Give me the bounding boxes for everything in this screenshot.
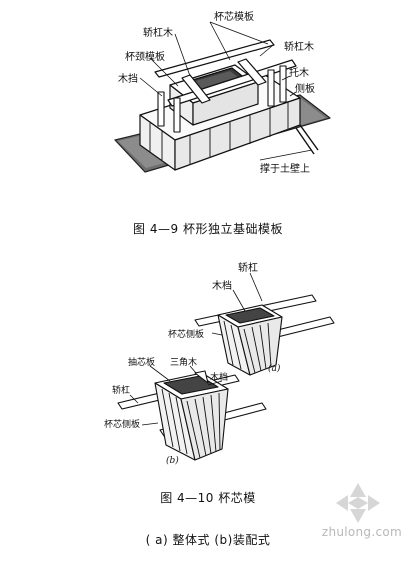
caption-figure-4-10: 图 4—10 杯芯模: [160, 491, 256, 505]
label-beixinmoban: 杯芯模板: [214, 10, 254, 23]
label-b-mudang: 木档: [210, 371, 228, 383]
label-b-sanjiaomu: 三角木: [170, 356, 197, 368]
watermark-text: zhulong.com: [321, 525, 402, 539]
label-jiaogangmu-right: 轿杠木: [284, 40, 314, 53]
watermark-logo-icon: [336, 483, 380, 523]
label-part-b: (b): [166, 455, 179, 466]
label-jiaogangmu-left: 轿杠木: [143, 26, 173, 39]
label-a-beixincebang: 杯芯侧板: [168, 328, 204, 340]
assembled-core-b: [117, 370, 267, 461]
label-b-jiaogang: 轿杠: [112, 384, 130, 396]
label-a-jiaogang: 轿杠: [238, 261, 258, 274]
label-tuomu: 托木: [289, 66, 309, 79]
subcaption-figure-4-10: ( a) 整体式 (b)装配式: [145, 533, 271, 547]
label-mudang: 木挡: [118, 72, 138, 85]
label-dingyu: 撑于土壁上: [260, 162, 310, 175]
label-part-a: (a): [268, 363, 281, 374]
figure-4-9-illustration: 轿杠木 杯芯模板 杯颈模板 轿杠木 木挡 托木 侧板 撑于土壁上: [114, 10, 331, 175]
caption-figure-4-9: 图 4—9 杯形独立基础模板: [133, 222, 283, 236]
label-cebang: 侧板: [295, 82, 315, 95]
integral-core-a: [194, 294, 335, 376]
figure-4-10-illustration: 轿杠 木档 杯芯侧板 (a) 抽芯板 三角木 木档 轿杠 杯芯侧板 (b): [104, 261, 335, 466]
label-a-mudang: 木档: [212, 279, 232, 292]
carrying-bar-1: [154, 39, 275, 78]
label-b-chouxinban: 抽芯板: [128, 356, 155, 368]
label-beijingmoban: 杯颈模板: [125, 50, 165, 63]
label-b-beixincebang: 杯芯侧板: [104, 418, 140, 430]
